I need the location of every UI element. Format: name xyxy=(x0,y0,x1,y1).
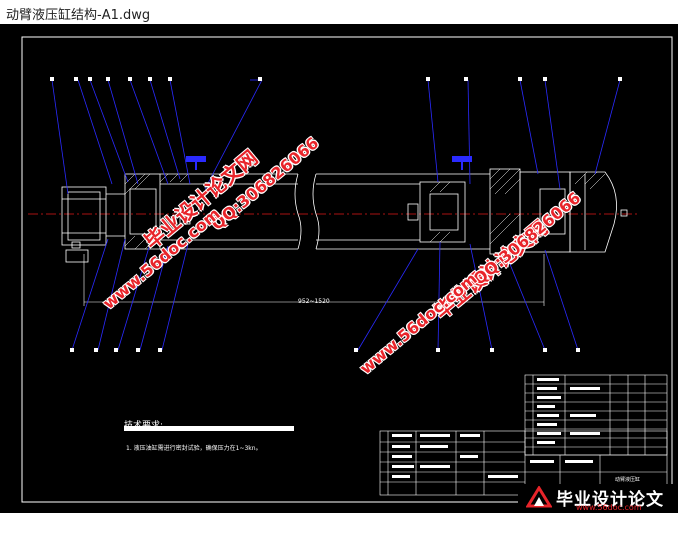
site-logo: 毕业设计论文网 www.56doc.com xyxy=(518,484,678,535)
cad-drawing xyxy=(21,36,673,503)
bottom-leaders xyxy=(71,238,579,351)
logo-url: www.56doc.com xyxy=(576,503,642,512)
section-marker-right xyxy=(452,156,472,162)
top-label-ticks xyxy=(50,77,622,81)
logo-icon xyxy=(526,486,552,508)
bottom-label-ticks xyxy=(70,348,580,352)
top-leaders xyxy=(51,79,621,195)
tech-requirements-bar xyxy=(124,426,294,431)
drawing-frame xyxy=(21,36,673,503)
overall-dimension xyxy=(83,254,545,306)
window-title: 动臂液压缸结构-A1.dwg xyxy=(6,8,151,23)
tech-requirements-title: 技术要求: xyxy=(124,421,164,431)
tech-requirements-note: 1. 液压油缸需进行密封试验，确保压力在1~3kn。 xyxy=(126,445,262,452)
right-hatching xyxy=(429,168,606,255)
parts-list-table xyxy=(524,374,668,456)
left-cylinder-section xyxy=(61,173,302,263)
parts-list-entries xyxy=(537,378,600,444)
section-marker-left xyxy=(186,156,206,162)
title-block-entries xyxy=(392,434,593,478)
right-cylinder-section xyxy=(312,168,628,255)
dimension-text: 952~1520 xyxy=(298,298,330,305)
title-block-name: 动臂液压缸 xyxy=(615,477,641,483)
left-hatching xyxy=(124,173,189,250)
title-bar: 动臂液压缸结构-A1.dwg xyxy=(0,0,678,25)
drawing-viewport[interactable]: 952~1520 技术要求: 1. 液压油缸需进行密封试验，确保压力在1~3kn… xyxy=(0,24,678,535)
